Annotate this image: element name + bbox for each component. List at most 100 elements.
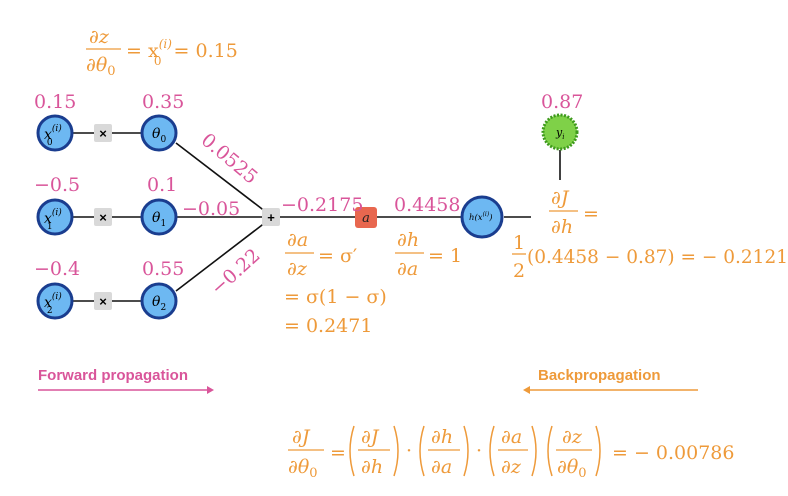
derivative-dh-da: ∂h ∂a = 1 [395,229,462,280]
product-value-2: −0.22 [207,244,265,299]
fraction-denominator: ∂z [287,258,308,280]
target-sub: i [562,133,564,141]
weight-node-theta0: θ0 [140,114,178,152]
node-sub: 1 [47,222,53,232]
dot-2: · [476,440,482,462]
svg-text:θ1: θ1 [152,210,166,229]
svg-text:∂θ0: ∂θ0 [557,456,587,481]
node-sub: 2 [160,303,166,313]
multiply-symbol: × [99,294,107,309]
product-value-0: 0.0525 [197,129,262,189]
hypothesis-close: ) [488,212,492,223]
svg-text:∂θ0: ∂θ0 [288,456,318,481]
svg-text:h(x(i)): h(x(i)) [469,211,493,223]
svg-text:x(i)1: x(i) 1 [44,207,62,232]
node-sup: (i) [52,291,62,302]
dh-da-rhs: = 1 [428,245,462,267]
node-sub: 0 [47,138,53,148]
weight-node-theta2: θ2 [140,282,178,320]
hypothesis-label: h(x [469,212,483,223]
edge-theta0-sum [175,142,267,213]
forward-label-text: Forward propagation [38,367,188,384]
input-value-x0: 0.15 [34,91,76,113]
node-label: θ [152,294,161,310]
f3-numerator: ∂a [501,426,522,448]
rhs-equals-x: = x [126,40,159,62]
svg-text:∂θ0: ∂θ0 [86,54,116,79]
f4-numerator: ∂z [562,426,583,448]
half-numerator: 1 [513,232,525,254]
sum-symbol: + [267,210,275,225]
backward-label-text: Backpropagation [538,367,661,384]
lhs-denominator-sub: 0 [309,466,317,481]
weight-value-theta2: 0.55 [142,258,184,280]
backpropagation-label: Backpropagation [523,367,698,394]
da-dz-line2: = σ(1 − σ) [284,286,387,308]
node-sub: 2 [47,306,53,316]
fraction-numerator: ∂J [551,187,570,209]
f4-denominator-sub: 0 [578,466,586,481]
f3-denominator: ∂z [501,456,522,478]
lhs-numerator: ∂J [292,426,311,448]
f1-numerator: ∂J [361,426,380,448]
forward-propagation-label: Forward propagation [38,367,214,394]
node-sub: 0 [160,135,166,145]
input-node-x0: x(i)0 [36,114,74,152]
fraction-denominator: ∂a [397,258,418,280]
weight-value-theta1: 0.1 [147,174,177,196]
multiply-box-1: × [94,208,112,226]
svg-text:x(i)0: x(i)0 [44,123,62,148]
sum-value: −0.2175 [281,194,363,216]
node-label: θ [152,210,161,226]
edge-theta2-sum [175,221,267,292]
rhs-sup: (i) [159,37,173,51]
chain-rule-result: = − 0.00786 [612,442,735,464]
f2-numerator: ∂h [431,426,453,448]
node-sup: (i) [52,207,62,218]
f4-denominator: ∂θ [557,456,579,478]
svg-text:θ2: θ2 [152,294,166,313]
node-label: x [44,295,52,311]
node-label: θ [152,126,161,142]
derivative-da-dz: ∂a ∂z = σ′ = σ(1 − σ) = 0.2471 [284,229,387,337]
forward-values: 0.15 −0.5 −0.4 0.35 0.1 0.55 0.0525 −0.0… [34,91,583,300]
graph-edges [72,132,561,302]
fraction-numerator: ∂z [89,26,110,48]
da-dz-rhs: = σ′ [318,245,357,267]
dot-1: · [406,440,412,462]
arrow-left-icon [523,386,530,394]
da-dz-line3: = 0.2471 [284,315,372,337]
fraction-denominator: ∂h [551,216,573,238]
svg-text:θ0: θ0 [152,126,166,145]
input-value-x1: −0.5 [34,174,80,196]
svg-text:= x(i)0= 0.15: = x(i)0= 0.15 [126,37,238,68]
derivative-dz-dtheta0: ∂z ∂θ0 = x(i)0= 0.15 [86,26,238,79]
multiply-symbol: × [99,210,107,225]
eq-sign: = [330,442,346,464]
hypothesis-node: h(x(i)) [460,195,504,239]
node-label: x [44,211,52,227]
target-value: 0.87 [541,91,583,113]
multiply-box-0: × [94,124,112,142]
input-node-x1: x(i) 1 [36,198,74,236]
fraction-denominator-sub: 0 [107,64,115,79]
fraction-numerator: ∂a [287,229,308,251]
f2-denominator: ∂a [431,456,452,478]
svg-text:yi: yi [555,126,564,141]
fraction-denominator: ∂θ [86,54,108,76]
sum-box: + [262,208,280,226]
target-node: yi [541,113,579,151]
arrow-right-icon [207,386,214,394]
weight-node-theta1: θ1 [140,198,178,236]
multiply-box-2: × [94,292,112,310]
rhs-value: = 0.15 [174,40,238,62]
input-value-x2: −0.4 [34,258,80,280]
node-sub: 1 [160,219,166,229]
dJ-dh-expression: (0.4458 − 0.87) = − 0.2121 [527,247,788,268]
activation-label: a [362,211,370,226]
fraction-numerator: ∂h [397,229,419,251]
svg-text:x(i)2: x(i) 2 [44,291,62,316]
activation-box: a [355,207,377,228]
weight-value-theta0: 0.35 [142,91,184,113]
